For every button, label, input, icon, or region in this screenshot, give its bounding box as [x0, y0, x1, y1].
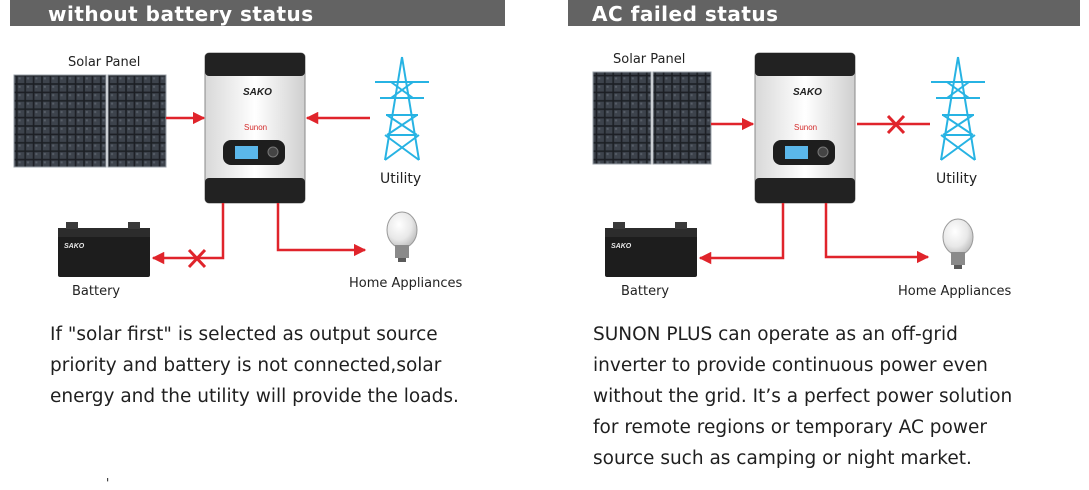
left-title-band	[10, 0, 505, 26]
right-utility-disconnected-cross-icon	[886, 114, 906, 135]
right-battery-label: Battery	[621, 284, 670, 299]
left-utility-label: Utility	[380, 171, 422, 187]
right-description-line: SUNON PLUS can operate as an off-grid	[593, 324, 958, 345]
left-inverter-icon: SAKO Sunon	[204, 52, 306, 204]
left-description-line: energy and the utility will provide the …	[50, 386, 459, 407]
left-inverter-to-battery-arrow	[151, 203, 225, 265]
svg-text:SAKO: SAKO	[243, 87, 272, 98]
left-inverter-to-appliances-arrow	[276, 203, 367, 257]
right-title: AC failed status	[592, 2, 779, 26]
right-description: SUNON PLUS can operate as an off-grid in…	[593, 319, 1012, 474]
right-utility-tower-icon	[931, 56, 985, 161]
right-title-band	[568, 0, 1080, 26]
right-description-line: inverter to provide continuous power eve…	[593, 355, 988, 376]
right-home-appliances-label: Home Appliances	[898, 284, 1012, 299]
right-solar-panel-label: Solar Panel	[613, 52, 686, 67]
left-battery-label: Battery	[72, 284, 121, 299]
svg-text:SAKO: SAKO	[611, 243, 632, 250]
left-description-line: If "solar first" is selected as output s…	[50, 324, 438, 345]
left-title: without battery status	[48, 2, 314, 26]
right-utility-label: Utility	[936, 171, 978, 187]
left-light-bulb-icon	[386, 211, 418, 262]
left-solar-panel-label: Solar Panel	[68, 55, 141, 70]
right-description-line: for remote regions or temporary AC power	[593, 417, 987, 438]
left-utility-tower-icon	[375, 56, 429, 161]
left-description: If "solar first" is selected as output s…	[50, 319, 459, 412]
right-inverter-icon: SAKO Sunon	[754, 52, 856, 204]
footnote-mark: '	[106, 476, 110, 490]
right-inverter-to-appliances-arrow	[824, 203, 930, 264]
left-home-appliances-label: Home Appliances	[349, 276, 463, 291]
right-solar-panel-icon	[592, 71, 712, 165]
right-description-line: without the grid. It’s a perfect power s…	[593, 386, 1013, 407]
svg-text:SAKO: SAKO	[64, 243, 85, 250]
right-description-line: source such as camping or night market.	[593, 448, 972, 469]
svg-text:Sunon: Sunon	[244, 123, 267, 132]
left-arrows	[151, 111, 370, 265]
left-battery-icon: SAKO	[58, 222, 150, 277]
left-description-line: priority and battery is not connected,so…	[50, 355, 442, 376]
left-solar-panel-icon	[13, 74, 167, 168]
right-inverter-to-battery-arrow	[698, 203, 785, 265]
right-battery-icon: SAKO	[605, 222, 697, 277]
right-light-bulb-icon	[942, 218, 974, 269]
svg-text:SAKO: SAKO	[793, 87, 822, 98]
left-battery-disconnected-cross-icon	[187, 248, 207, 269]
svg-text:Sunon: Sunon	[794, 123, 817, 132]
